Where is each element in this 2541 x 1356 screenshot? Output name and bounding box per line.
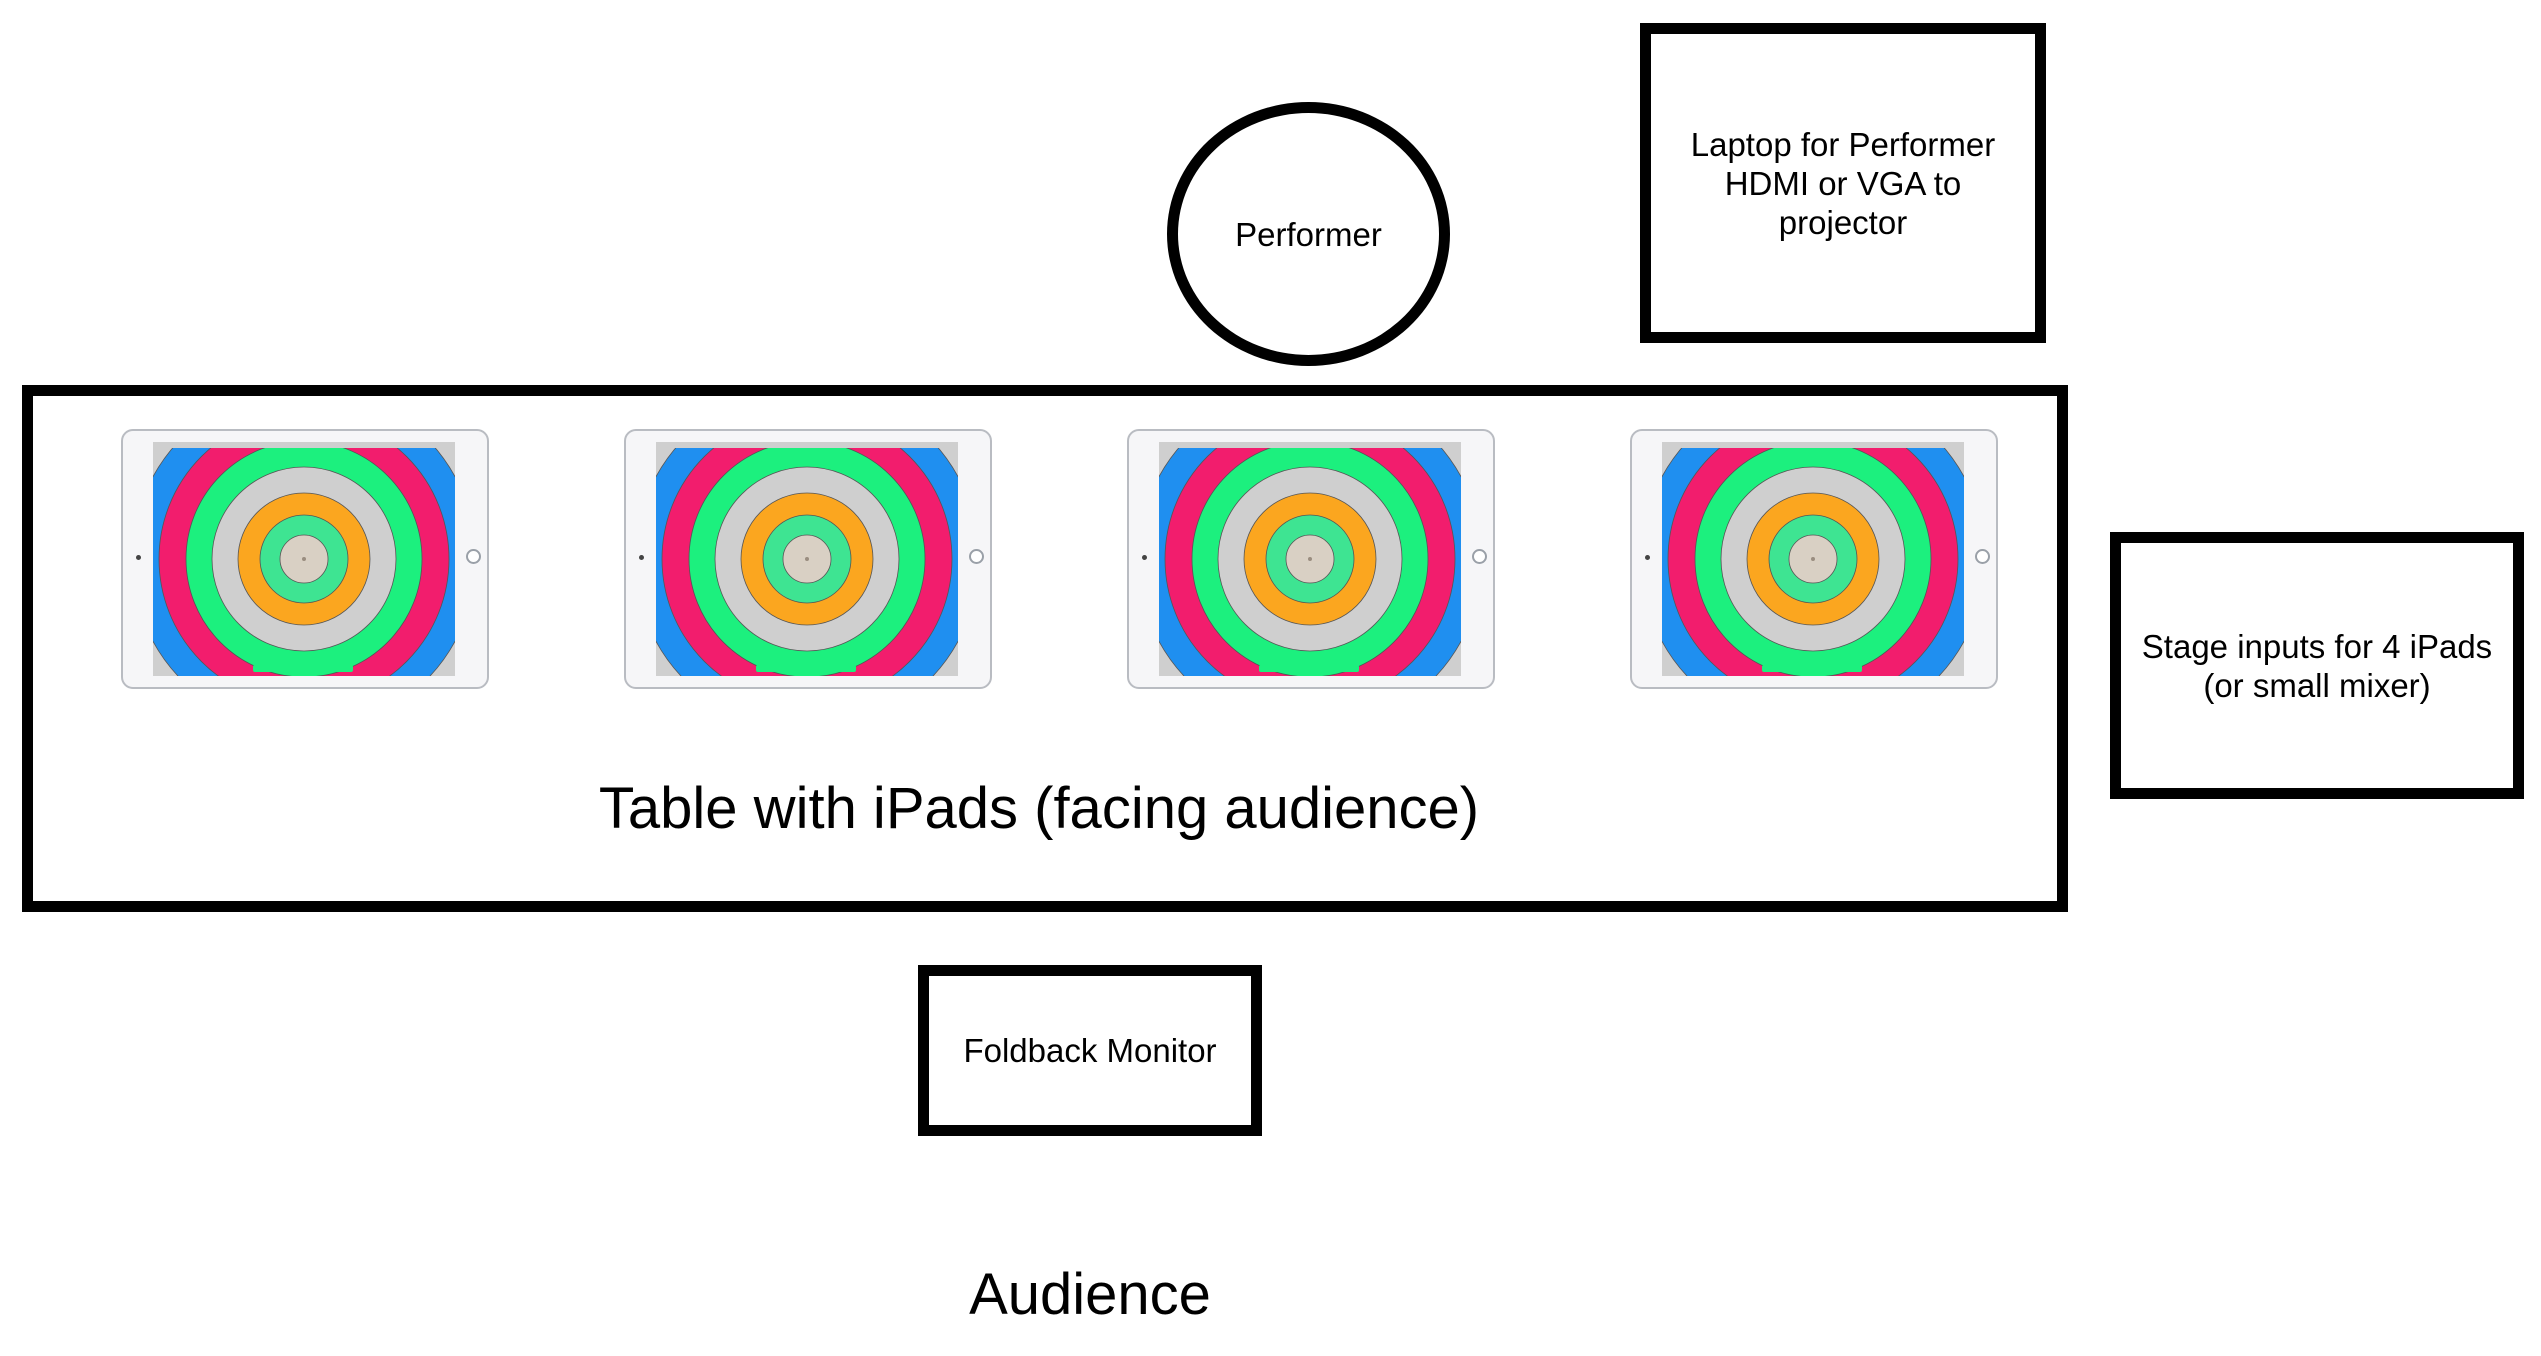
status-bar — [1159, 442, 1461, 448]
laptop-label: Laptop for Performer HDMI or VGA to proj… — [1690, 125, 1996, 241]
performer-label: Performer — [1235, 215, 1382, 253]
ipad-screen — [1159, 442, 1461, 676]
ipad-screen — [153, 442, 455, 676]
stage-inputs-label: Stage inputs for 4 iPads (or small mixer… — [2141, 627, 2493, 704]
foldback-monitor-label: Foldback Monitor — [963, 1032, 1217, 1069]
center-dot — [805, 557, 809, 561]
stage-inputs-box: Stage inputs for 4 iPads (or small mixer… — [2110, 532, 2524, 799]
ipad-home-button — [1975, 549, 1990, 564]
performer-circle: Performer — [1167, 102, 1450, 366]
ipad-1 — [121, 429, 489, 689]
ipad-2 — [624, 429, 992, 689]
laptop-box: Laptop for Performer HDMI or VGA to proj… — [1640, 23, 2046, 343]
ipad-camera — [136, 555, 141, 560]
status-bar — [656, 442, 958, 448]
bottom-toolbar — [756, 665, 856, 672]
ipad-camera — [639, 555, 644, 560]
center-dot — [302, 557, 306, 561]
ipad-home-button — [1472, 549, 1487, 564]
status-bar — [1662, 442, 1964, 448]
ipad-screen — [656, 442, 958, 676]
ipad-3 — [1127, 429, 1495, 689]
bottom-toolbar — [1762, 665, 1862, 672]
ipad-home-button — [969, 549, 984, 564]
bottom-toolbar — [253, 665, 353, 672]
bottom-toolbar — [1259, 665, 1359, 672]
table-box: Table with iPads (facing audience) — [22, 385, 2068, 912]
ipad-camera — [1645, 555, 1650, 560]
center-dot — [1308, 557, 1312, 561]
ipad-screen — [1662, 442, 1964, 676]
audience-label: Audience — [969, 1262, 1211, 1327]
ipad-camera — [1142, 555, 1147, 560]
ipad-4 — [1630, 429, 1998, 689]
status-bar — [153, 442, 455, 448]
ipad-home-button — [466, 549, 481, 564]
foldback-monitor-box: Foldback Monitor — [918, 965, 1262, 1136]
center-dot — [1811, 557, 1815, 561]
table-label: Table with iPads (facing audience) — [598, 776, 1480, 841]
